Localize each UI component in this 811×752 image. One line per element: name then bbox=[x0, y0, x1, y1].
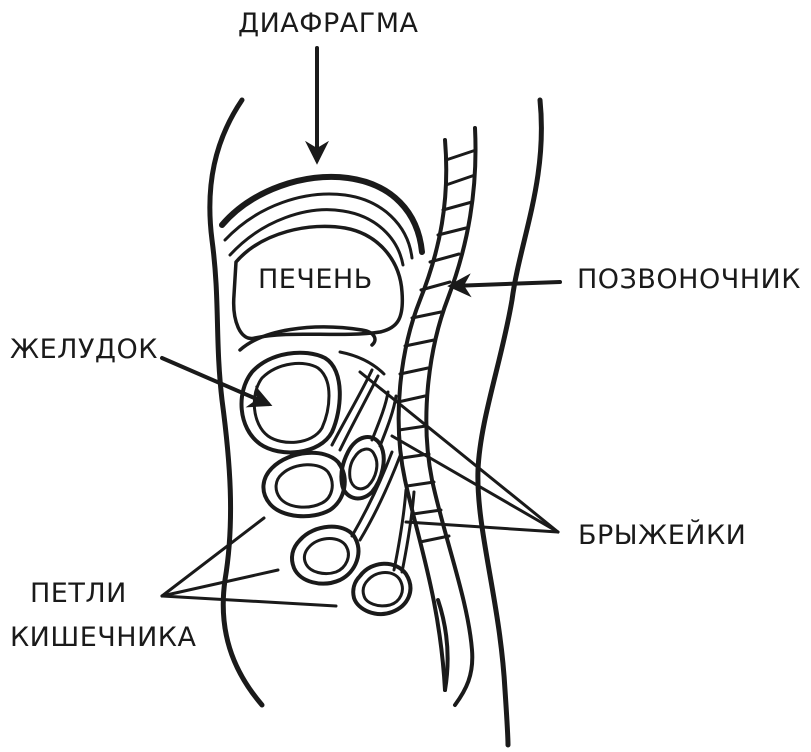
vertebra-lines bbox=[398, 150, 476, 542]
spine-arrow bbox=[452, 282, 560, 286]
mesentery-strand-9 bbox=[340, 352, 384, 374]
intestine-loop-2-inner bbox=[350, 449, 377, 489]
label-intestine-line2: КИШЕЧНИКА bbox=[10, 624, 196, 651]
spine-right-edge bbox=[426, 128, 475, 705]
label-diaphragm: ДИАФРАГМА bbox=[238, 10, 419, 37]
stomach-organ bbox=[242, 353, 340, 453]
label-intestine-line1: ПЕТЛИ bbox=[30, 580, 127, 607]
label-stomach: ЖЕЛУДОК bbox=[10, 336, 158, 363]
label-mesentery: БРЫЖЕЙКИ bbox=[578, 522, 746, 549]
intestine-loop-4-inner bbox=[363, 573, 402, 606]
intestine-loop-3-inner bbox=[304, 539, 348, 574]
diaphragm-dome-inner2 bbox=[230, 210, 403, 265]
mesentery-leaders bbox=[360, 372, 558, 532]
label-spine: ПОЗВОНОЧНИК bbox=[577, 266, 801, 293]
stomach-boundary bbox=[240, 327, 375, 350]
stomach-arrow bbox=[162, 358, 268, 404]
intestine-loop-1-inner bbox=[276, 465, 332, 507]
body-outline-back bbox=[478, 100, 542, 745]
label-liver: ПЕЧЕНЬ bbox=[258, 266, 373, 293]
